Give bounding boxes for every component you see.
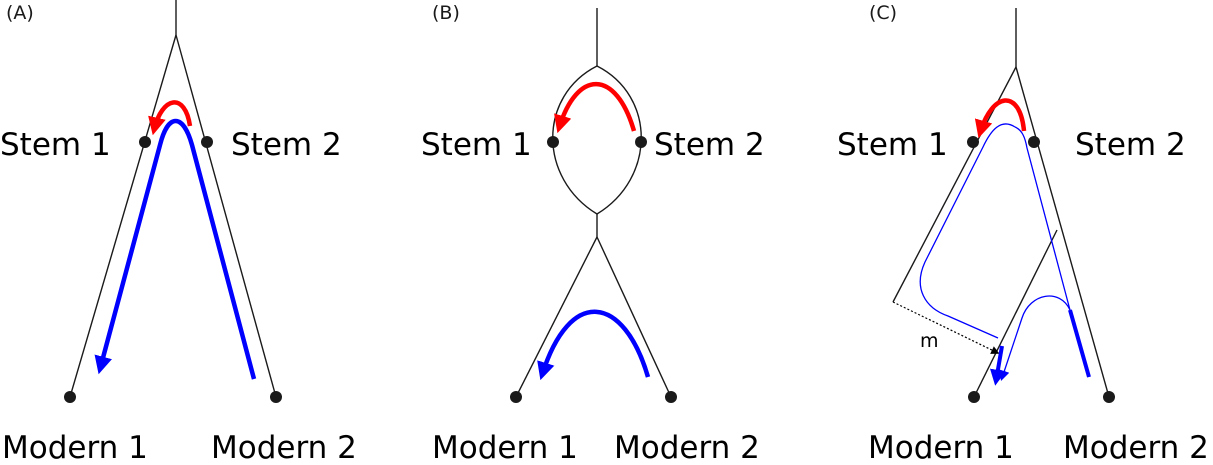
panel-b-modern1-node: [510, 391, 522, 403]
panel-b-modern1-label: Modern 1: [432, 430, 578, 465]
panel-b-stem2-node: [635, 136, 647, 148]
panel-c-migration-label: m: [920, 330, 939, 352]
panel-c-red-arrow: [974, 98, 1027, 139]
panel-a-modern2-label: Modern 2: [211, 430, 357, 465]
panel-a-stem2-node: [201, 136, 213, 148]
panel-c-label: (C): [869, 2, 897, 24]
panel-a-modern1-label: Modern 1: [2, 430, 148, 465]
panel-b-stem1-label: Stem 1: [421, 127, 532, 163]
panel-c-blue-path-descent: [1014, 126, 1071, 311]
panel-b-right-arc: [596, 65, 642, 215]
panel-b-stem1-node: [547, 136, 559, 148]
panel-a-stem1-label: Stem 1: [0, 127, 111, 163]
panel-a: (A) Stem 1 Stem 2 Modern 1 Modern 2: [0, 0, 357, 465]
panel-c-blue-bold-segment-right: [1068, 309, 1091, 378]
panel-c-migration-arrow: [892, 301, 1000, 354]
panel-b-modern2-label: Modern 2: [614, 430, 760, 465]
panel-c-modern2-label: Modern 2: [1063, 430, 1209, 465]
panel-c-blue-arrowhead-left: [990, 345, 1006, 386]
panel-c-stem2-node: [1028, 136, 1040, 148]
panel-b-modern2-node: [665, 391, 677, 403]
panel-a-label: (A): [6, 2, 34, 24]
panel-b-label: (B): [432, 2, 460, 24]
panel-a-blue-arrow: [94, 118, 257, 380]
panel-c-stem1-node: [967, 136, 979, 148]
panel-c-modern1-lineage: [973, 229, 1058, 398]
panel-b: (B) Stem 1 Stem 2 Modern 1 Modern 2: [421, 2, 765, 465]
panel-c-blue-path-left: [919, 123, 1016, 339]
panel-c-right-lineage: [1015, 66, 1110, 398]
panel-a-right-lineage: [175, 34, 277, 398]
panel-a-modern2-node: [270, 391, 282, 403]
panel-b-blue-arrow: [537, 309, 651, 381]
panel-a-stem1-node: [139, 136, 151, 148]
panel-c-modern1-node: [968, 391, 980, 403]
panel-a-left-lineage: [69, 34, 177, 398]
panel-c-stem2-label: Stem 2: [1075, 127, 1186, 163]
panel-c-stem1-label: Stem 1: [837, 127, 948, 163]
panel-b-right-lineage: [596, 236, 672, 398]
panel-c-modern2-node: [1103, 391, 1115, 403]
panel-c: (C) m Stem 1 Stem 2 Modern 1 Modern 2: [837, 2, 1209, 465]
panel-b-left-arc: [552, 65, 598, 215]
panel-b-stem2-label: Stem 2: [654, 127, 765, 163]
panel-a-modern1-node: [64, 391, 76, 403]
panel-a-stem2-label: Stem 2: [231, 127, 342, 163]
panel-c-modern1-label: Modern 1: [868, 430, 1014, 465]
panel-b-left-lineage: [515, 236, 598, 398]
panel-b-red-arrow: [554, 82, 637, 134]
panel-a-red-arrow: [148, 100, 193, 136]
